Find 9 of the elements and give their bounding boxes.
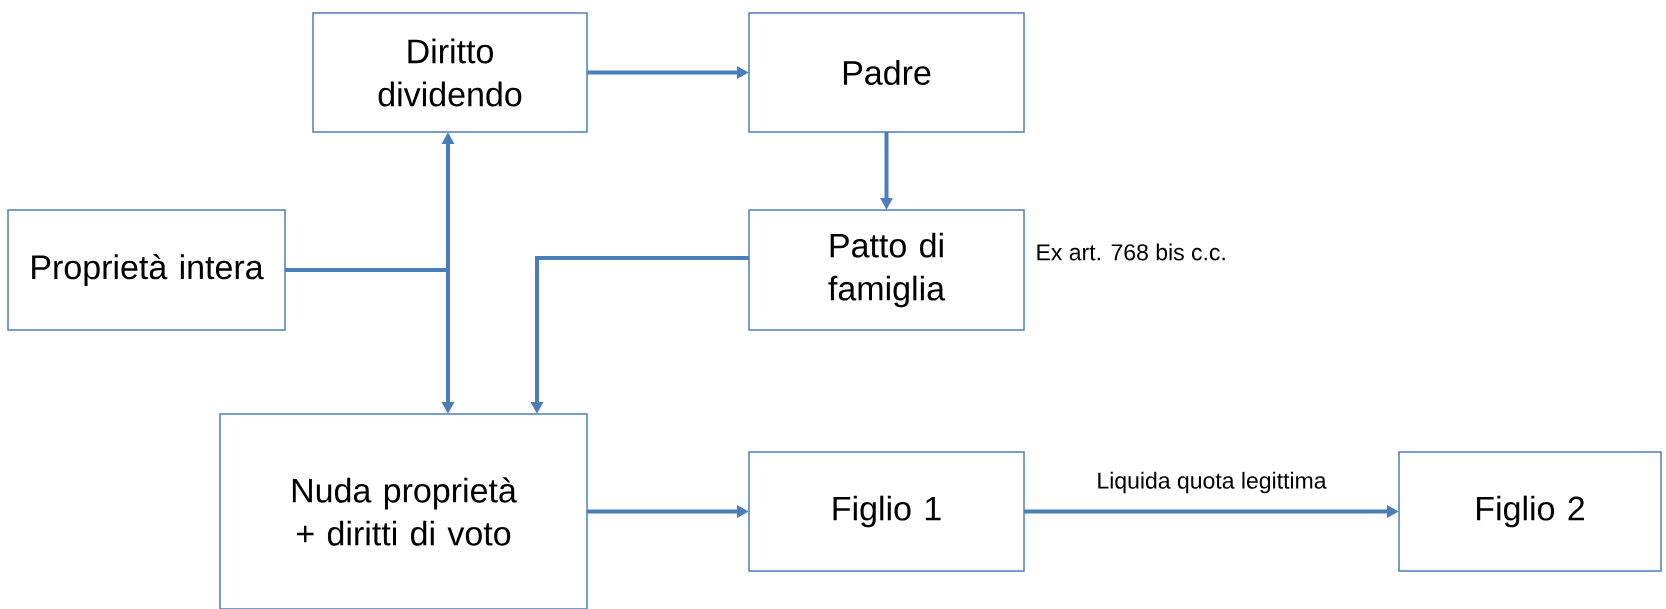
process-box: Figlio 1 <box>748 451 1025 572</box>
process-box: Figlio 2 <box>1398 451 1662 572</box>
process-box: Diritto dividendo <box>312 12 588 133</box>
process-box: Nuda proprietà + diritti di voto <box>219 413 588 609</box>
process-box: Proprietà intera <box>7 209 286 331</box>
side-note: Ex art. 768 bis c.c. <box>1037 243 1225 261</box>
process-box: Patto di famiglia <box>748 209 1025 331</box>
process-box: Padre <box>748 12 1025 133</box>
edge-label: Liquida quota legittima <box>1094 469 1329 496</box>
